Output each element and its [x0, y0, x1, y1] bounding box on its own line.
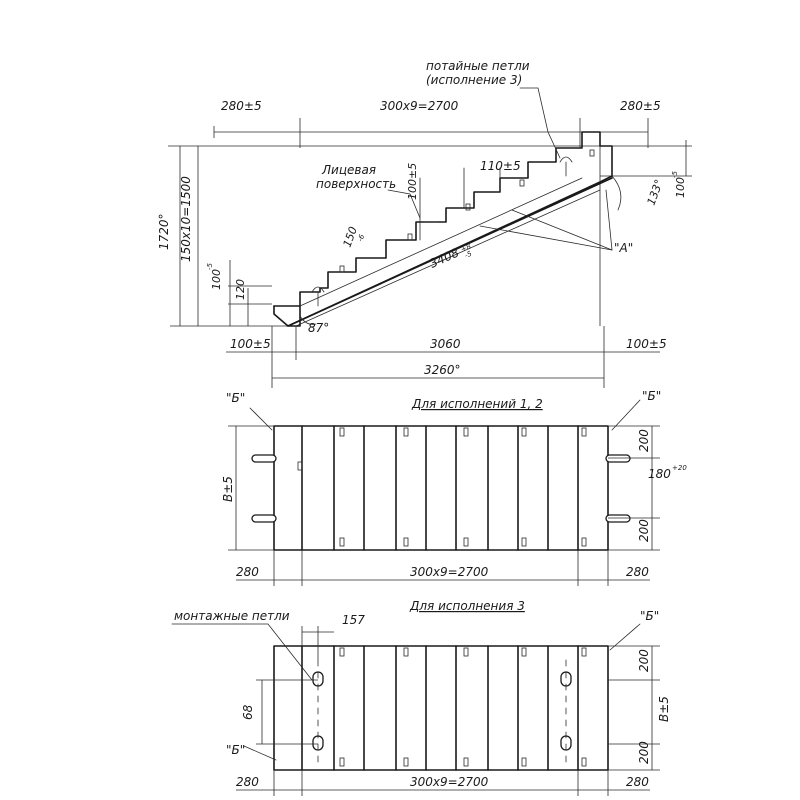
plan12-title: Для исполнений 1, 2 — [411, 397, 543, 411]
dim-label: 280 — [626, 565, 649, 579]
stair-profile-outline — [273, 131, 613, 327]
plan12-treads — [301, 425, 579, 551]
angle-arc — [299, 315, 317, 325]
lifting-loop — [605, 514, 631, 523]
dim-tolerance: -5 — [206, 262, 214, 270]
dim-label: 133° — [645, 178, 666, 207]
plan12-tread-marks — [297, 427, 587, 547]
dim-label: 200 — [637, 649, 651, 672]
dim-label: 280 — [626, 775, 649, 789]
dim-tolerance: +8 — [460, 242, 473, 254]
view-b-leader — [243, 745, 277, 761]
plan12-outline — [273, 425, 609, 551]
plan3-outline — [273, 645, 609, 771]
view-a-label: "А" — [614, 241, 633, 255]
dim-tolerance: +20 — [672, 464, 687, 472]
step-detail — [589, 149, 595, 157]
lifting-loop — [251, 514, 277, 523]
view-b-label: "Б" — [642, 389, 661, 403]
stair-soffit — [287, 177, 613, 327]
hidden-loops-label: потайные петли — [426, 59, 530, 73]
dim-label: 100±5 — [626, 337, 667, 351]
dim-label: 100±5 — [230, 337, 271, 351]
plan-view-variant-3: Для исполнения 3 — [171, 599, 671, 796]
dim-label: 280 — [236, 565, 259, 579]
dim-label: В±5 — [221, 476, 235, 502]
stair-soffit-inner — [295, 189, 601, 327]
dim-label: 180 — [648, 467, 671, 481]
hidden-loops-label-variant: (исполнение 3) — [426, 73, 522, 87]
dim-label: 280±5 — [620, 99, 661, 113]
angle-arc — [611, 175, 622, 211]
dim-tolerance: -5 — [464, 249, 474, 259]
step-detail — [339, 265, 345, 273]
mount-loops-leader — [171, 623, 313, 681]
loop-mark — [559, 156, 573, 163]
dim-label: 100 — [674, 177, 687, 198]
plan-view-variants-1-2: Для исполнений 1, 2 — [221, 389, 687, 586]
dim-label: 300x9=2700 — [380, 99, 459, 113]
step-detail — [407, 233, 413, 241]
lifting-loop — [251, 454, 277, 463]
dim-label: 3408 — [428, 245, 462, 270]
dim-label: 300x9=2700 — [410, 775, 489, 789]
face-leader — [387, 189, 421, 219]
step-detail — [465, 203, 471, 211]
dim-label: 100 — [210, 269, 223, 290]
angle-label: 87° — [308, 321, 329, 335]
view-b-leader — [249, 407, 273, 431]
view-b-leader — [609, 623, 641, 651]
dim-label: 100±5 — [406, 163, 419, 200]
loop-mark — [311, 286, 325, 293]
dim-label: В±5 — [657, 696, 671, 722]
dim-label: 300x9=2700 — [410, 565, 489, 579]
dim-label: 150x10=1500 — [179, 176, 193, 262]
dim-label: 200 — [637, 519, 651, 542]
plan3-treads — [301, 645, 579, 771]
dim-label: 110±5 — [480, 159, 521, 173]
view-b-label: "Б" — [226, 391, 245, 405]
dim-label: 200 — [637, 741, 651, 764]
hidden-loops-leader — [519, 87, 561, 159]
dim-label: 280 — [236, 775, 259, 789]
dim-label: 280±5 — [221, 99, 262, 113]
view-b-leader — [611, 399, 641, 431]
view-a-leader — [479, 225, 613, 251]
elevation-view: потайные петли (исполнение 3) 280±5 300x… — [157, 59, 692, 388]
dim-label: 1720° — [157, 213, 171, 250]
dim-label: 200 — [637, 429, 651, 452]
dim-label: 3260° — [424, 363, 461, 377]
lifting-loop — [605, 454, 631, 463]
view-a-leader — [605, 189, 613, 251]
plan3-tread-marks — [339, 647, 587, 767]
step-detail — [519, 179, 525, 187]
dim-label: 3060 — [430, 337, 461, 351]
view-b-label: "Б" — [226, 743, 245, 757]
dim-label: 68 — [241, 704, 255, 720]
face-label: поверхность — [316, 177, 396, 191]
dim-label: 120 — [234, 279, 247, 300]
face-label: Лицевая — [321, 163, 376, 177]
dim-tolerance: -5 — [671, 170, 679, 178]
plan3-title: Для исполнения 3 — [409, 599, 525, 613]
view-a-leader — [511, 209, 613, 251]
dim-label: 157 — [342, 613, 365, 627]
dim-tolerance: -6 — [356, 233, 366, 243]
mount-loops-label: монтажные петли — [174, 609, 290, 623]
tread-line — [299, 177, 583, 307]
view-b-label: "Б" — [640, 609, 659, 623]
